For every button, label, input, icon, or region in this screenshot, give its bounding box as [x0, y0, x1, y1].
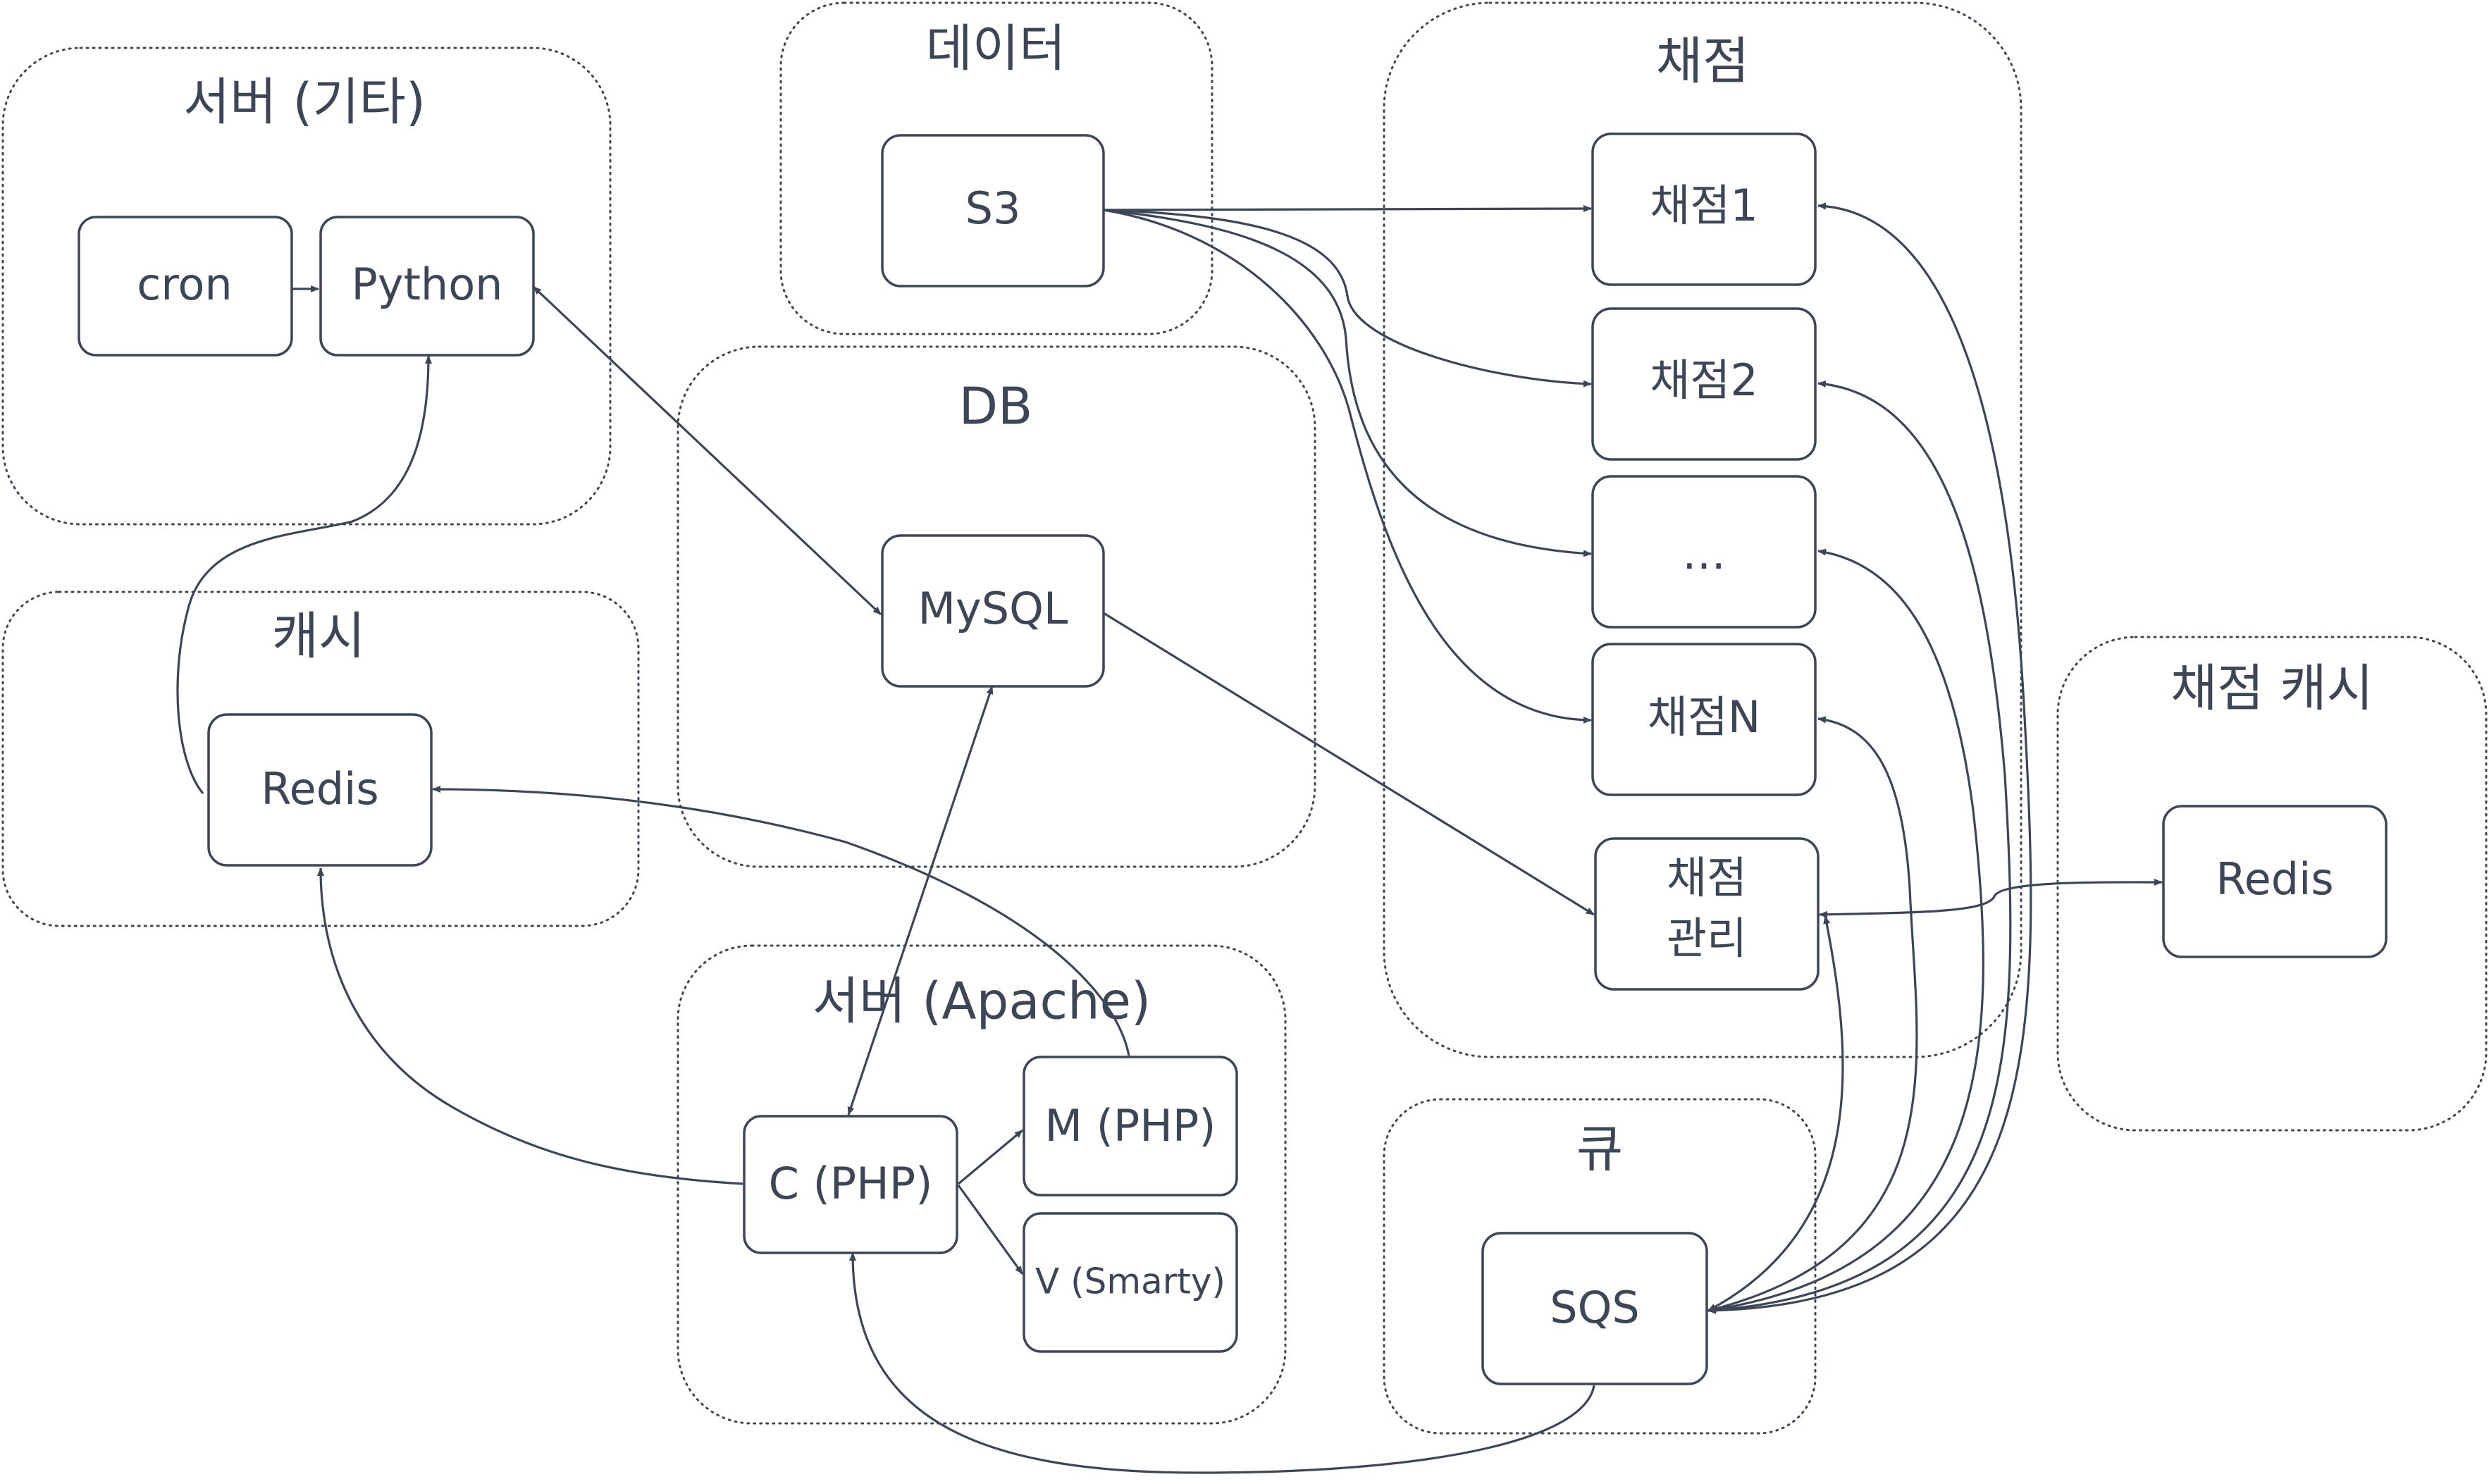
node-mysql-label: MySQL	[918, 583, 1068, 634]
group-scoring-title: 채점	[1656, 32, 1749, 91]
node-s3[interactable]: S3	[881, 134, 1105, 287]
node-scorer2[interactable]: 채점2	[1591, 307, 1817, 461]
node-scoring-mgmt[interactable]: 채점 관리	[1594, 837, 1820, 991]
node-cron[interactable]: cron	[78, 216, 293, 357]
node-scorerN-label: 채점N	[1648, 691, 1760, 743]
edge-model-redis	[432, 786, 1130, 1056]
node-python-label: Python	[352, 259, 503, 310]
edge-scorer1-sqs	[1707, 202, 2032, 1314]
group-scoring-cache-title: 채점 캐시	[2170, 659, 2373, 718]
node-model-label: M (PHP)	[1045, 1100, 1216, 1151]
node-redis-cache-label: Redis	[261, 763, 378, 815]
group-data: 데이터	[779, 1, 1213, 335]
edge-s3-scorerN	[1103, 209, 1592, 724]
edge-scoring-mgmt-redis	[1819, 878, 2163, 918]
node-scorer-ellipsis[interactable]: …	[1591, 475, 1817, 629]
edge-controller-model	[957, 1129, 1024, 1185]
edges	[176, 202, 2163, 1474]
edge-redis-python	[176, 355, 432, 795]
node-python[interactable]: Python	[319, 216, 535, 357]
edge-scorerN-sqs	[1707, 716, 1918, 1313]
edge-s3-scorer2	[1103, 209, 1592, 388]
node-s3-label: S3	[965, 183, 1021, 234]
node-sqs-label: SQS	[1550, 1282, 1640, 1333]
node-controller-label: C (PHP)	[769, 1158, 933, 1209]
edge-sqs-controller	[849, 1252, 1595, 1474]
group-server-apache-title: 서버 (Apache)	[813, 972, 1151, 1031]
edge-scorer2-sqs	[1707, 381, 2012, 1314]
node-cron-label: cron	[137, 259, 232, 310]
node-view[interactable]: V (Smarty)	[1023, 1212, 1238, 1353]
node-scorer2-label: 채점2	[1650, 354, 1758, 406]
edge-scoring-mgmt-sqs	[1707, 915, 1844, 1312]
group-server-other-title: 서버 (기타)	[183, 73, 426, 132]
node-model[interactable]: M (PHP)	[1023, 1056, 1238, 1197]
group-queue: 큐	[1383, 1098, 1817, 1435]
node-scoring-mgmt-label-line2: 관리	[1667, 913, 1747, 964]
node-scorerN[interactable]: 채점N	[1591, 643, 1817, 796]
group-queue-title: 큐	[1576, 1120, 1623, 1179]
node-scorer1[interactable]: 채점1	[1591, 132, 1817, 286]
edge-s3-ellipsis	[1103, 209, 1592, 557]
node-view-label: V (Smarty)	[1035, 1261, 1225, 1302]
node-mysql[interactable]: MySQL	[881, 534, 1105, 688]
group-db-title: DB	[959, 377, 1033, 436]
node-scorer1-label: 채점1	[1650, 180, 1758, 231]
node-controller[interactable]: C (PHP)	[743, 1115, 958, 1254]
node-scorer-ellipsis-label: …	[1682, 528, 1726, 579]
group-db: DB	[677, 345, 1316, 868]
edge-controller-redis	[317, 867, 743, 1185]
group-scoring: 채점	[1383, 1, 2022, 1058]
node-redis-scoring[interactable]: Redis	[2162, 805, 2388, 958]
node-redis-cache[interactable]: Redis	[207, 713, 433, 867]
group-server-other: 서버 (기타)	[1, 47, 612, 526]
edge-mysql-scoring-mgmt	[1103, 612, 1595, 916]
group-scoring-cache: 채점 캐시	[2056, 636, 2488, 1132]
group-data-title: 데이터	[926, 19, 1066, 78]
group-cache-title: 캐시	[272, 607, 365, 666]
edge-s3-scorer1	[1103, 205, 1592, 213]
edge-python-mysql	[532, 285, 882, 616]
edge-controller-view	[957, 1185, 1024, 1275]
node-sqs[interactable]: SQS	[1481, 1232, 1708, 1385]
node-scoring-mgmt-label-line1: 채점	[1667, 852, 1747, 903]
edge-mysql-controller	[847, 686, 994, 1115]
node-redis-scoring-label: Redis	[2216, 853, 2333, 905]
group-cache: 캐시	[1, 590, 640, 927]
